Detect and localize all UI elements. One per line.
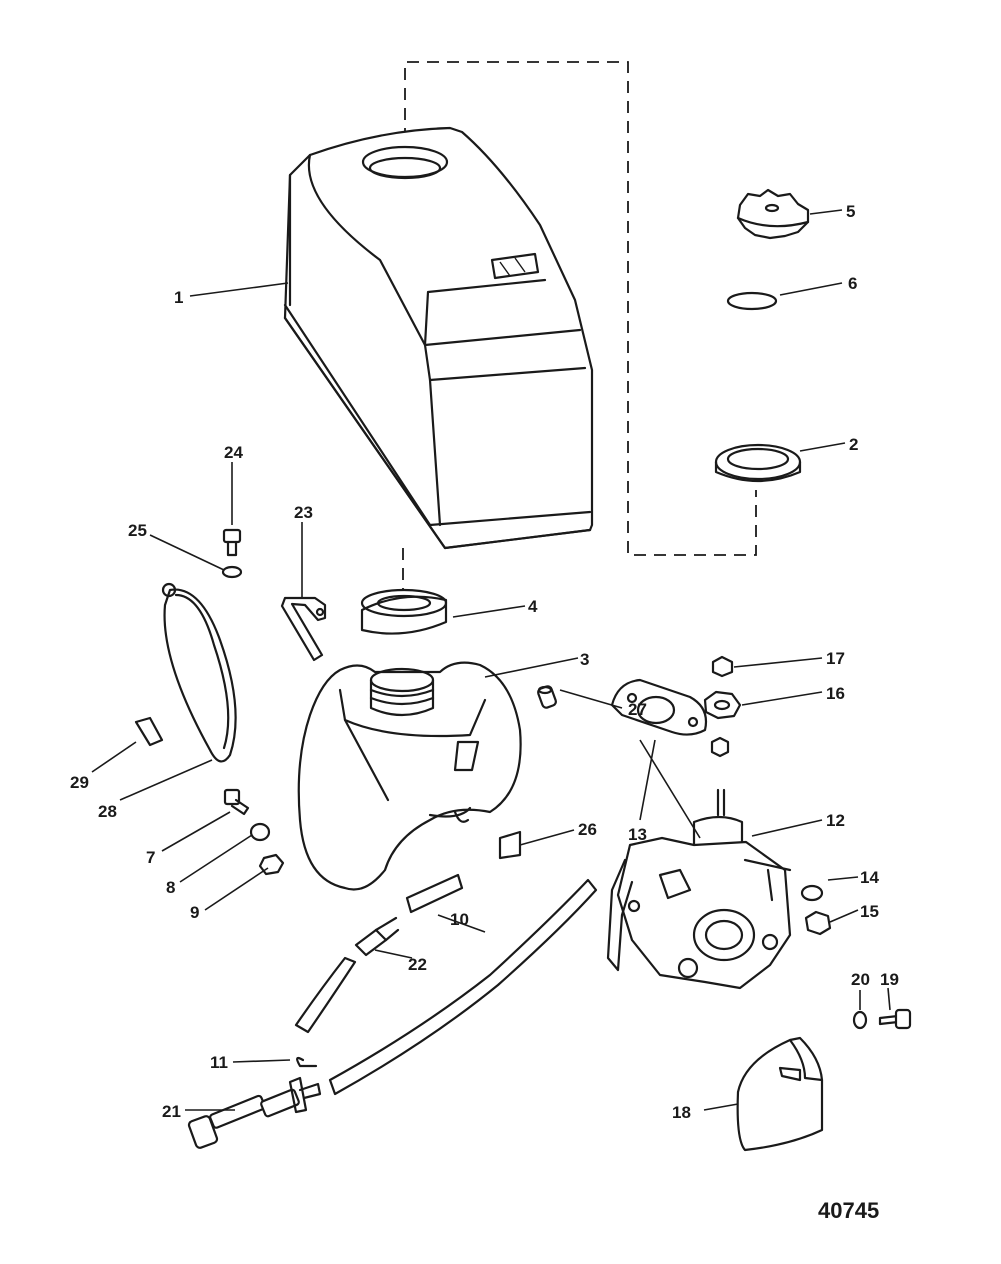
short-hose-part xyxy=(294,956,357,1034)
callout-14: 14 xyxy=(860,868,879,887)
carburetor-12-part xyxy=(606,788,792,990)
connector-22-part xyxy=(354,916,400,957)
callout-20: 20 xyxy=(851,970,870,989)
callout-8: 8 xyxy=(166,878,175,897)
callout-15: 15 xyxy=(860,902,879,921)
callout-3: 3 xyxy=(580,650,589,669)
washer-14-part xyxy=(800,884,824,902)
grommet-part xyxy=(360,588,448,635)
callout-13: 13 xyxy=(628,825,647,844)
assembly-dashed-lines xyxy=(402,61,757,590)
top-cowl-part xyxy=(283,126,594,550)
callout-19: 19 xyxy=(880,970,899,989)
screw-19-part xyxy=(878,1008,912,1030)
washer-25-part xyxy=(221,565,243,579)
callout-10: 10 xyxy=(450,910,469,929)
callout-5: 5 xyxy=(846,202,855,221)
nut-17-part xyxy=(711,655,734,678)
drawing-number: 40745 xyxy=(818,1198,879,1223)
seal-part xyxy=(714,443,802,483)
leader-lines xyxy=(91,209,891,1111)
cover-18-part xyxy=(736,1036,824,1152)
callout-22: 22 xyxy=(408,955,427,974)
fuel-valve-21-part xyxy=(187,1076,322,1149)
washer-20-part xyxy=(852,1010,868,1030)
strap-28-part xyxy=(161,582,237,763)
bracket-23-part xyxy=(280,596,327,662)
fuel-tank-part xyxy=(297,661,522,891)
callout-21: 21 xyxy=(162,1102,181,1121)
nut-15-part xyxy=(804,910,832,936)
callout-7: 7 xyxy=(146,848,155,867)
callout-6: 6 xyxy=(848,274,857,293)
callout-4: 4 xyxy=(528,597,538,616)
gasket-13-part xyxy=(610,678,708,736)
callout-12: 12 xyxy=(826,811,845,830)
callout-2: 2 xyxy=(849,435,858,454)
callout-labels: 1 2 3 4 5 6 7 8 9 10 11 12 13 14 15 16 1… xyxy=(70,202,899,1223)
callout-16: 16 xyxy=(826,684,845,703)
nut-16-part xyxy=(703,690,742,720)
spacer-27-part xyxy=(537,685,557,709)
callout-28: 28 xyxy=(98,802,117,821)
o-ring-part xyxy=(726,291,778,311)
callout-17: 17 xyxy=(826,649,845,668)
callout-25: 25 xyxy=(128,521,147,540)
screw-24-part xyxy=(222,528,242,557)
callout-9: 9 xyxy=(190,903,199,922)
clip-26-part xyxy=(498,830,522,860)
nut-stud-part xyxy=(710,736,730,758)
callout-29: 29 xyxy=(70,773,89,792)
clip-29-part xyxy=(134,716,164,747)
fuel-cap-part xyxy=(736,188,810,240)
callout-24: 24 xyxy=(224,443,243,462)
clip-11-part xyxy=(296,1056,318,1068)
fuel-hose-10-part xyxy=(328,873,598,1096)
callout-23: 23 xyxy=(294,503,313,522)
bolt-7-part xyxy=(223,788,250,816)
callout-26: 26 xyxy=(578,820,597,839)
callout-27: 27 xyxy=(628,700,647,719)
callout-1: 1 xyxy=(174,288,183,307)
callout-18: 18 xyxy=(672,1103,691,1122)
callout-11: 11 xyxy=(210,1053,228,1072)
washer-8-part xyxy=(249,822,271,842)
